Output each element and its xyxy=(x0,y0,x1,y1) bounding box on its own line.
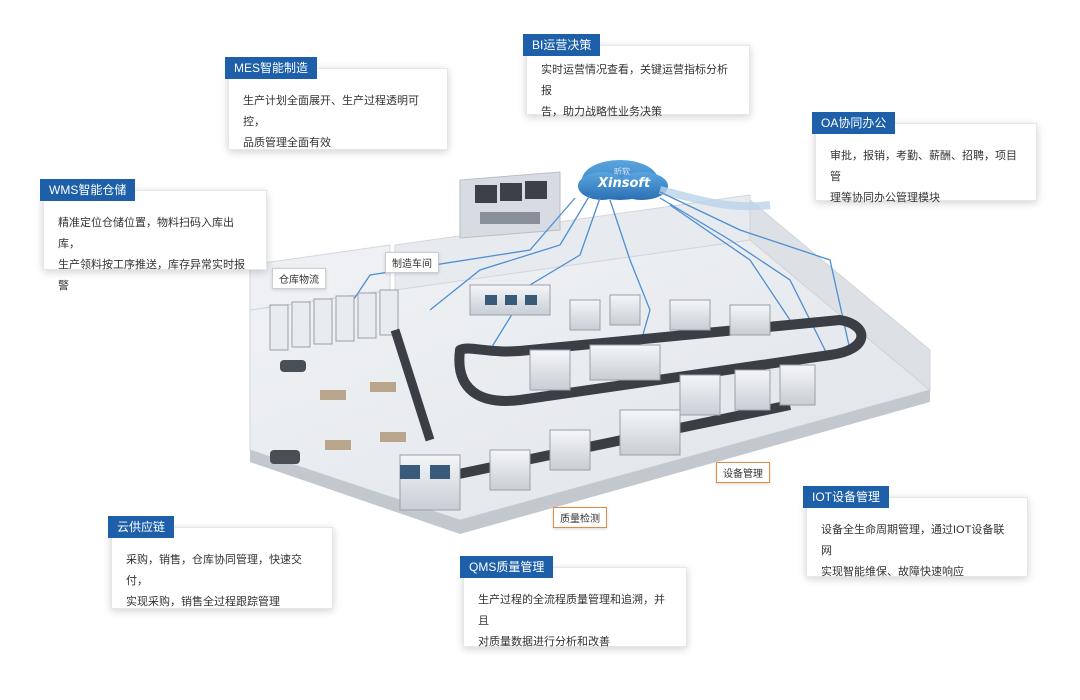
card-bi-line: 实时运营情况查看，关键运营指标分析报 xyxy=(541,64,728,97)
card-oa-line: 理等协同办公管理模块 xyxy=(830,192,940,204)
control-room xyxy=(459,171,561,239)
zone-label-equipment: 设备管理 xyxy=(716,462,770,483)
card-bi-title: BI运营决策 xyxy=(523,34,601,56)
card-wms-line: 生产领料按工序推送，库存异常实时报警 xyxy=(58,259,245,292)
agv-robot xyxy=(270,360,306,464)
machine-screens xyxy=(400,295,537,479)
conveyor-loop xyxy=(454,315,867,406)
card-wms-title: WMS智能仓储 xyxy=(40,179,136,201)
card-supply: 云供应链 采购，销售，仓库协同管理，快速交付， 实现采购，销售全过程跟踪管理 xyxy=(108,516,333,609)
card-wms-line: 精准定位仓储位置，物料扫码入库出库， xyxy=(58,217,234,250)
zone-label-quality: 质量检测 xyxy=(553,507,607,528)
card-qms: QMS质量管理 生产过程的全流程质量管理和追溯，并且 对质量数据进行分析和改善 xyxy=(460,556,687,648)
card-iot-line: 设备全生命周期管理，通过IOT设备联网 xyxy=(821,524,1005,557)
card-iot-title: IOT设备管理 xyxy=(803,486,889,508)
card-mes-line: 品质管理全面有效 xyxy=(243,137,331,149)
card-qms-title: QMS质量管理 xyxy=(460,556,554,578)
zone-label-workshop: 制造车间 xyxy=(385,252,439,273)
card-mes-line: 生产计划全面展开、生产过程透明可控， xyxy=(243,95,419,128)
card-qms-line: 生产过程的全流程质量管理和追溯，并且 xyxy=(478,594,665,627)
card-oa-title: OA协同办公 xyxy=(812,112,896,134)
cloud-brand: Xinsoft xyxy=(598,176,651,191)
zone-label-warehouse: 仓库物流 xyxy=(272,268,326,289)
cloud-icon xyxy=(578,160,668,200)
warehouse-shelves xyxy=(320,382,406,450)
cloud-brand-cn: 昕软 xyxy=(614,167,630,176)
card-mes-title: MES智能制造 xyxy=(225,57,318,79)
card-iot-line: 实现智能维保、故障快速响应 xyxy=(821,566,964,578)
card-wms: WMS智能仓储 精准定位仓储位置，物料扫码入库出库， 生产领料按工序推送，库存异… xyxy=(40,179,267,292)
conveyor-left xyxy=(390,328,435,442)
card-bi-line: 告，助力战略性业务决策 xyxy=(541,106,662,118)
card-qms-line: 对质量数据进行分析和改善 xyxy=(478,636,610,648)
card-bi: BI运营决策 实时运营情况查看，关键运营指标分析报 告，助力战略性业务决策 xyxy=(523,34,750,118)
card-supply-line: 实现采购，销售全过程跟踪管理 xyxy=(126,596,280,608)
card-mes: MES智能制造 生产计划全面展开、生产过程透明可控， 品质管理全面有效 xyxy=(225,57,448,150)
network-swoosh xyxy=(659,186,771,211)
factory-illustration xyxy=(249,160,932,534)
card-oa-line: 审批，报销，考勤、薪酬、招聘，项目管 xyxy=(830,150,1017,183)
back-wall-right xyxy=(749,198,931,392)
machines xyxy=(399,284,816,511)
card-supply-line: 采购，销售，仓库协同管理，快速交付， xyxy=(126,554,302,587)
card-supply-title: 云供应链 xyxy=(108,516,175,538)
card-oa: OA协同办公 审批，报销，考勤、薪酬、招聘，项目管 理等协同办公管理模块 xyxy=(812,112,1037,204)
warehouse-racks xyxy=(269,289,399,351)
card-iot: IOT设备管理 设备全生命周期管理，通过IOT设备联网 实现智能维保、故障快速响… xyxy=(803,486,1028,578)
